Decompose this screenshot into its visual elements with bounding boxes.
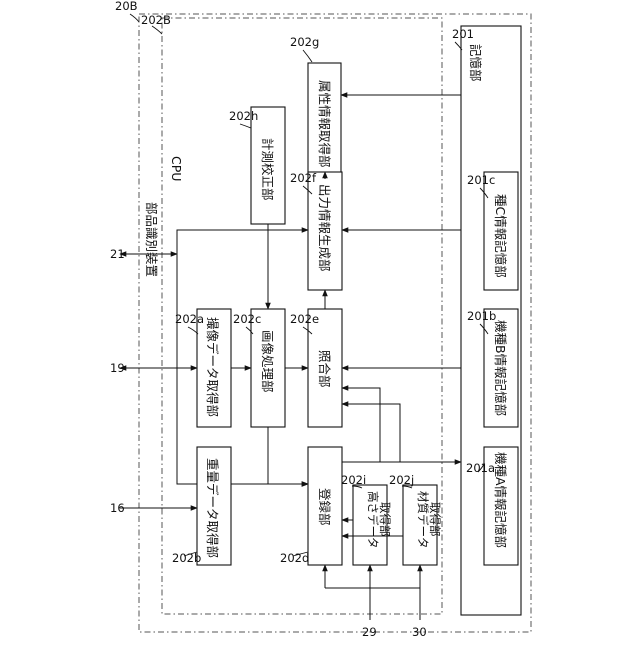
typeb-ref: 201b: [467, 309, 496, 323]
storage-ref: 201: [452, 27, 474, 41]
weight-ref: 202b: [172, 551, 201, 565]
terminal-16: 16: [110, 501, 125, 515]
material-label-2: 取得部: [428, 502, 442, 537]
calib-label: 計測校正部: [260, 138, 275, 201]
output-label: 出力情報生成部: [317, 184, 332, 272]
terminal-21: 21: [110, 247, 125, 261]
device-label: 部品識別装置: [144, 202, 159, 277]
cpu-label: CPU: [169, 156, 184, 181]
terminal-19: 19: [110, 361, 125, 375]
capture-ref: 202a: [175, 312, 204, 326]
typea-label: 機種A情報記憶部: [493, 452, 508, 548]
height-label-1: 高さデータ: [366, 491, 380, 549]
conn-sense-match-2: [342, 404, 400, 462]
material-label-1: 材質データ: [416, 491, 430, 549]
device-ref: 20B: [115, 0, 138, 13]
attr-label: 属性情報取得部: [317, 80, 332, 168]
output-ref: 202f: [290, 171, 317, 185]
match-label: 照合部: [317, 350, 332, 388]
attr-ref: 202g: [290, 35, 319, 49]
capture-label: 撮像データ取得部: [205, 317, 220, 417]
typec-label: 種C情報記憶部: [493, 194, 508, 278]
height-ref: 202i: [341, 473, 366, 487]
calib-ref: 202h: [229, 109, 258, 123]
weight-label: 重量データ取得部: [205, 458, 220, 558]
height-label-2: 取得部: [378, 502, 392, 537]
typeb-label: 機種B情報記憶部: [493, 320, 508, 416]
typec-ref: 201c: [467, 173, 495, 187]
register-label: 登録部: [317, 488, 332, 526]
conn-imgproc-register: [268, 427, 308, 484]
match-ref: 202e: [290, 312, 319, 326]
typea-ref: 201a: [466, 461, 495, 475]
terminal-29: 29: [362, 625, 377, 639]
cpu-ref: 202B: [141, 13, 171, 27]
conn-sense-match-1: [342, 388, 380, 462]
conn-calib-output: [268, 224, 308, 230]
imgproc-label: 画像処理部: [260, 330, 275, 393]
terminal-30: 30: [412, 625, 427, 639]
imgproc-ref: 202c: [233, 312, 261, 326]
material-ref: 202j: [389, 473, 414, 487]
storage-label: 記憶部: [468, 44, 483, 82]
